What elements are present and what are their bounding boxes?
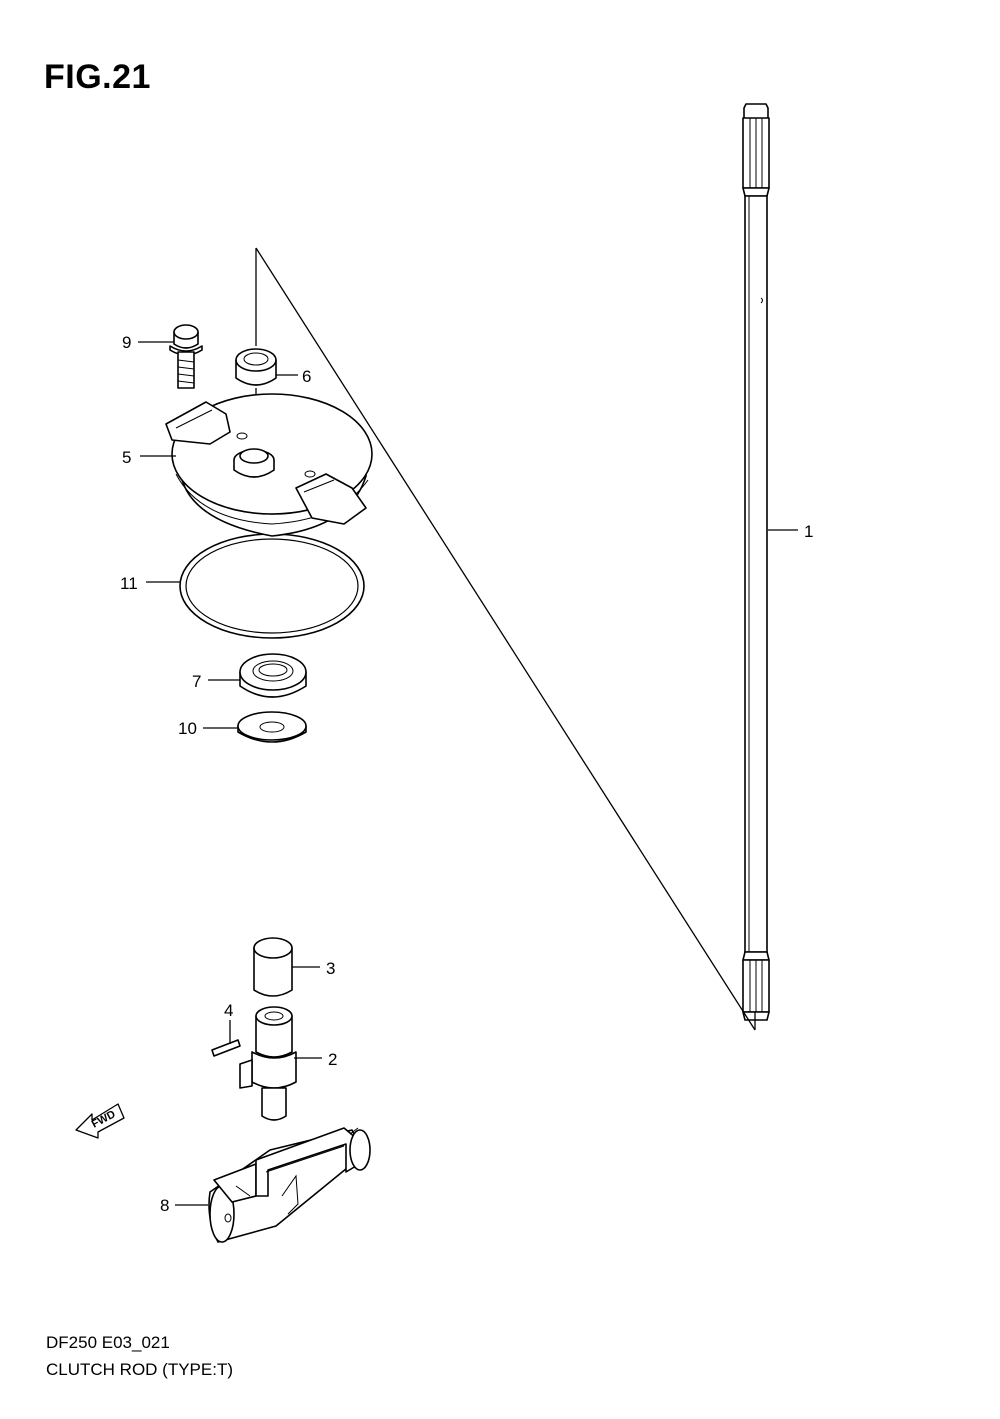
callout-11: 11 [120,574,138,593]
part-washer[interactable] [237,711,307,743]
part-shift-slider[interactable] [208,1127,371,1243]
part-housing-plate[interactable] [165,393,373,537]
figure-title: FIG.21 [44,58,151,96]
figure-name: CLUTCH ROD (TYPE:T) [46,1360,233,1379]
callout-10: 10 [178,719,197,738]
callout-7: 7 [192,672,201,691]
callout-4: 4 [224,1001,233,1020]
callout-1: 1 [804,522,813,541]
callout-8: 8 [160,1196,169,1215]
callout-5: 5 [122,448,131,467]
part-sleeve[interactable] [253,937,293,997]
callout-leaders [138,341,798,1206]
callout-3: 3 [326,959,335,978]
part-clutch-rod[interactable] [742,103,770,1021]
callout-9: 9 [122,333,131,352]
callout-labels: 1 2 3 4 5 6 7 8 9 10 11 [120,333,813,1215]
part-bolt[interactable] [169,324,203,389]
part-oil-seal[interactable] [239,653,307,698]
assembly-leader-lines [255,247,756,1031]
part-bushing-upper[interactable] [235,348,277,386]
model-code: DF250 E03_021 [46,1333,170,1352]
part-pin[interactable] [211,1039,241,1057]
callout-2: 2 [328,1050,337,1069]
part-shifter-shaft[interactable] [239,1006,297,1121]
fwd-arrow-icon: FWD [75,1103,125,1139]
part-o-ring[interactable] [179,533,365,639]
callout-6: 6 [302,367,311,386]
